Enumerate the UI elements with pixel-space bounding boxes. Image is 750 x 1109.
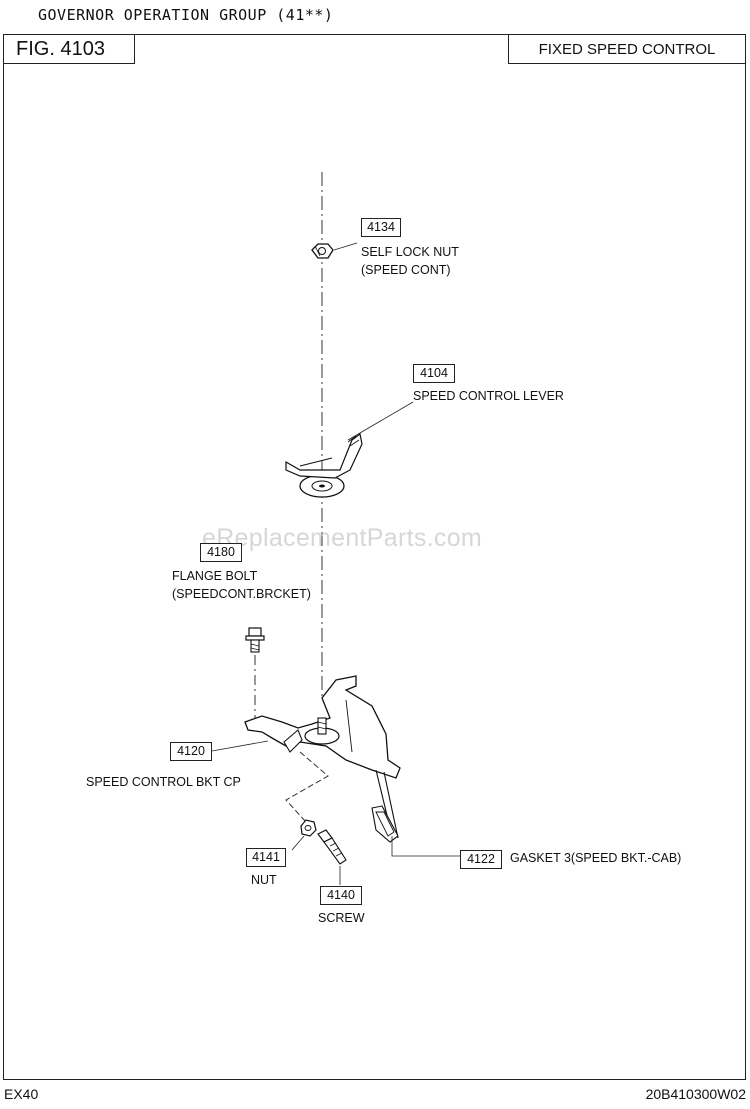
- leader-4104: [347, 401, 414, 441]
- part-label-speed-control-bkt: SPEED CONTROL BKT CP: [86, 775, 241, 789]
- part-number-4120: 4120: [170, 742, 212, 761]
- part-number-4122: 4122: [460, 850, 502, 869]
- part-label-screw: SCREW: [318, 911, 365, 925]
- model-code: EX40: [4, 1086, 39, 1102]
- speed-control-lever-part: [285, 432, 363, 498]
- part-label-flange-bolt: FLANGE BOLT: [172, 569, 258, 583]
- part-label-nut: NUT: [251, 873, 277, 887]
- leader-4122: [391, 836, 460, 857]
- control-mode-label: FIXED SPEED CONTROL: [508, 34, 746, 64]
- screw-assembly-path: [285, 751, 329, 823]
- diagram-frame: [3, 34, 746, 1080]
- part-number-4140: 4140: [320, 886, 362, 905]
- speed-control-bracket-part: [244, 675, 401, 839]
- part-label-self-lock-nut: SELF LOCK NUT: [361, 245, 459, 259]
- part-number-4141: 4141: [246, 848, 286, 867]
- part-label-flange-bolt-note: (SPEEDCONT.BRCKET): [172, 587, 311, 601]
- part-label-gasket: GASKET 3(SPEED BKT.-CAB): [510, 851, 682, 865]
- part-label-self-lock-nut-note: (SPEED CONT): [361, 263, 451, 277]
- self-lock-nut-part: [311, 243, 334, 259]
- figure-number: FIG. 4103: [3, 34, 135, 64]
- part-number-4104: 4104: [413, 364, 455, 383]
- leader-4120: [211, 740, 269, 752]
- group-title: GOVERNOR OPERATION GROUP (41**): [38, 6, 334, 24]
- part-label-speed-control-lever: SPEED CONTROL LEVER: [413, 389, 564, 403]
- leader-4134: [333, 242, 358, 251]
- leader-4141: [291, 835, 305, 851]
- part-number-4180: 4180: [200, 543, 242, 562]
- part-number-4134: 4134: [361, 218, 401, 237]
- watermark: eReplacementParts.com: [202, 524, 483, 552]
- document-code: 20B410300W02: [645, 1086, 746, 1102]
- screw-part: [317, 829, 347, 865]
- nut-part: [300, 819, 317, 837]
- flange-bolt-part: [245, 627, 265, 653]
- gasket-part: [371, 805, 399, 843]
